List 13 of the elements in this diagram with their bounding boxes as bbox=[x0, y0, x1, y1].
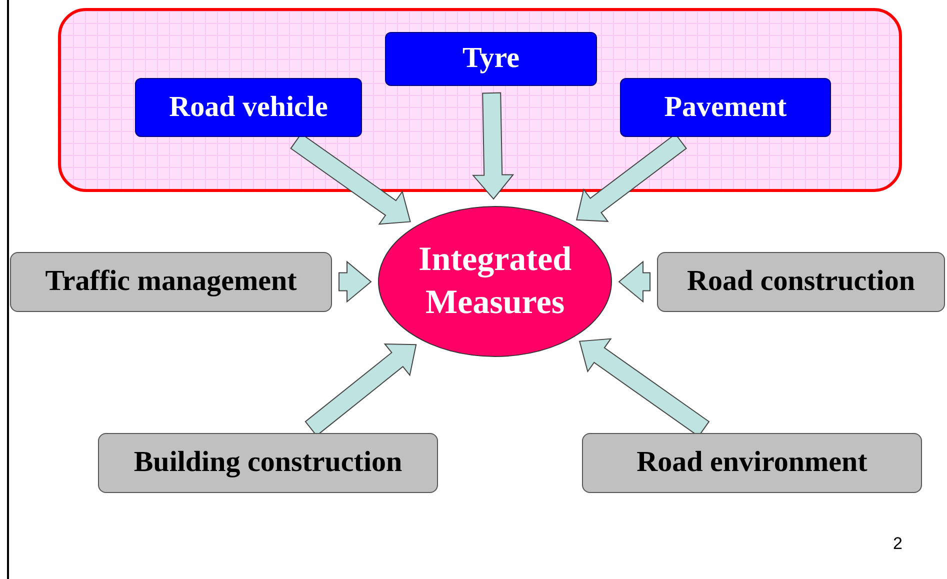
factor-box: Building construction bbox=[98, 433, 438, 493]
factor-box: Traffic management bbox=[10, 252, 332, 312]
factor-box: Road environment bbox=[582, 433, 922, 493]
factor-box: Road construction bbox=[657, 252, 945, 312]
central-ellipse: Integrated Measures bbox=[378, 206, 612, 357]
block-arrow bbox=[338, 260, 372, 303]
factor-box: Pavement bbox=[620, 78, 831, 137]
block-arrow bbox=[618, 260, 650, 303]
factor-box: Road vehicle bbox=[135, 78, 362, 137]
box-panel bbox=[58, 8, 902, 192]
page-number: 2 bbox=[893, 533, 902, 555]
block-arrow bbox=[472, 92, 514, 200]
factor-box: Tyre bbox=[385, 32, 597, 86]
